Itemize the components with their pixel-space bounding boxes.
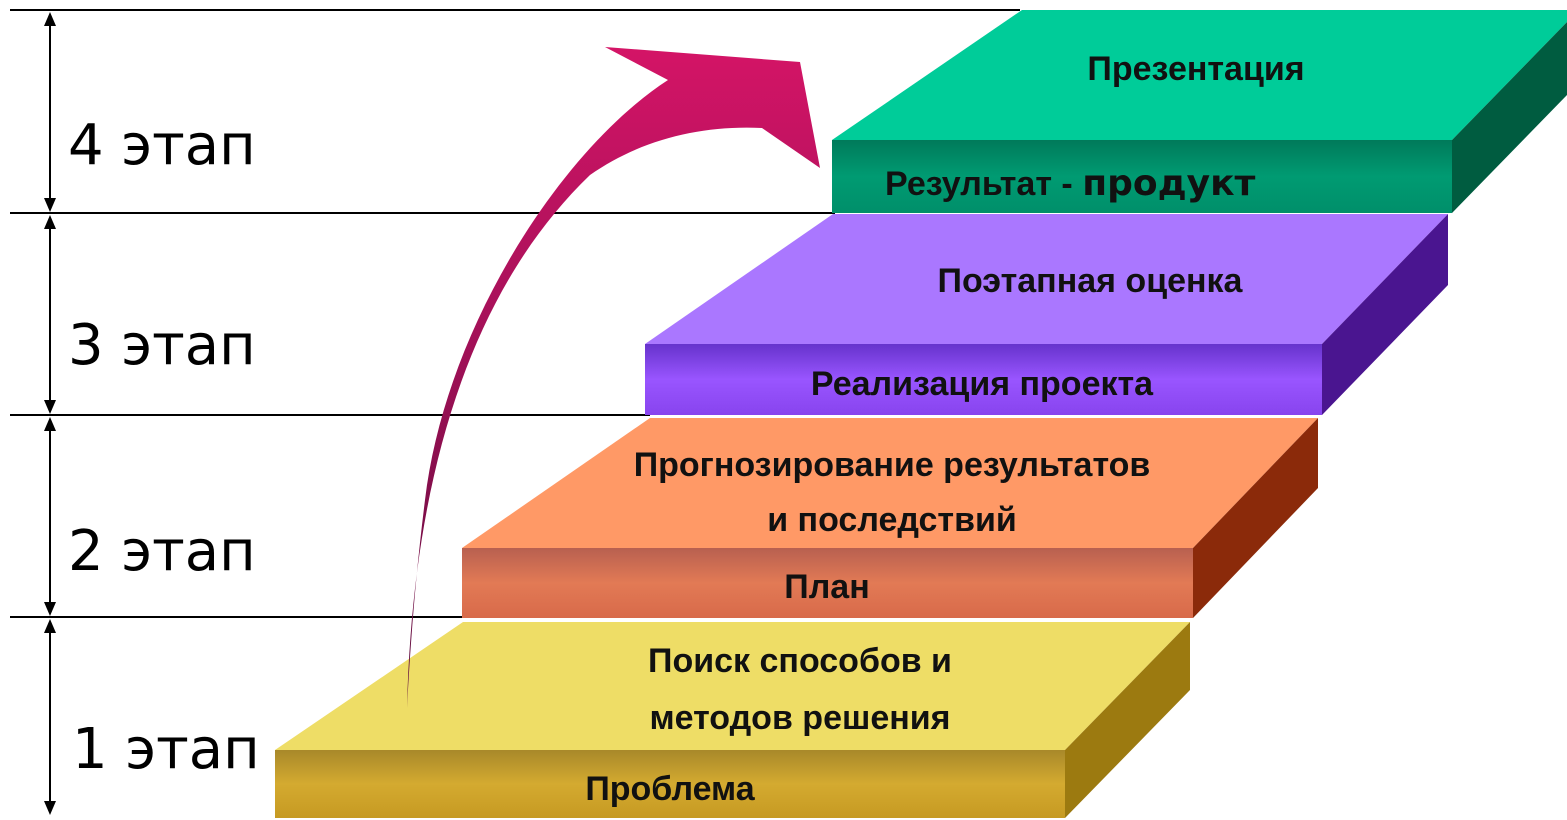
stage-2-label: 2 этап: [68, 519, 256, 584]
step-3-top-label: Поэтапная оценка: [938, 262, 1244, 300]
stage-4-label: 4 этап: [68, 113, 256, 178]
step-1-front-face: [275, 750, 1065, 818]
step-4-front-label: Результат - продукт: [885, 163, 1256, 204]
stage-4-span-arrow: [44, 12, 56, 212]
step-3-front-label: Реализация проекта: [811, 365, 1154, 403]
step-2-block: Прогнозирование результатов и последстви…: [462, 418, 1318, 618]
step-1-top-line-1: Поиск способов и: [648, 642, 952, 680]
step-4-top-label: Презентация: [1087, 50, 1304, 88]
step-3-front-face: [645, 344, 1322, 415]
stage-dividers: [10, 9, 1020, 618]
step-2-side-face: [1193, 418, 1318, 618]
step-1-side-face: [1065, 622, 1190, 818]
step-4-top-face: [832, 10, 1567, 140]
step-3-top-face: [645, 214, 1448, 344]
stage-3-span-arrow: [44, 215, 56, 414]
stage-1-label: 1 этап: [72, 717, 260, 782]
step-4-front-face: [832, 140, 1452, 213]
step-4-side-face: [1452, 22, 1567, 213]
step-4-front-part-b: продукт: [1082, 163, 1255, 204]
step-1-front-label: Проблема: [585, 770, 755, 808]
step-1-top-line-2: методов решения: [649, 699, 950, 737]
step-2-front-label: План: [784, 568, 869, 606]
stage-2-span-arrow: [44, 417, 56, 616]
step-1-top-face: [275, 622, 1190, 750]
step-1-block: Поиск способов и методов решения Проблем…: [275, 622, 1190, 818]
step-4-front-part-a: Результат -: [885, 165, 1082, 203]
step-3-side-face: [1322, 214, 1448, 415]
stage-height-arrows: [44, 12, 56, 815]
step-2-top-face: [462, 418, 1318, 548]
step-2-top-line-1: Прогнозирование результатов: [634, 446, 1151, 484]
stage-3-label: 3 этап: [68, 313, 256, 378]
step-2-top-line-2: и последствий: [767, 501, 1017, 539]
step-2-front-face: [462, 548, 1193, 618]
step-4-block: Презентация Результат - продукт: [832, 10, 1567, 213]
progress-arrow-icon: [407, 47, 820, 708]
stage-1-span-arrow: [44, 619, 56, 815]
step-3-block: Поэтапная оценка Реализация проекта: [645, 214, 1448, 415]
